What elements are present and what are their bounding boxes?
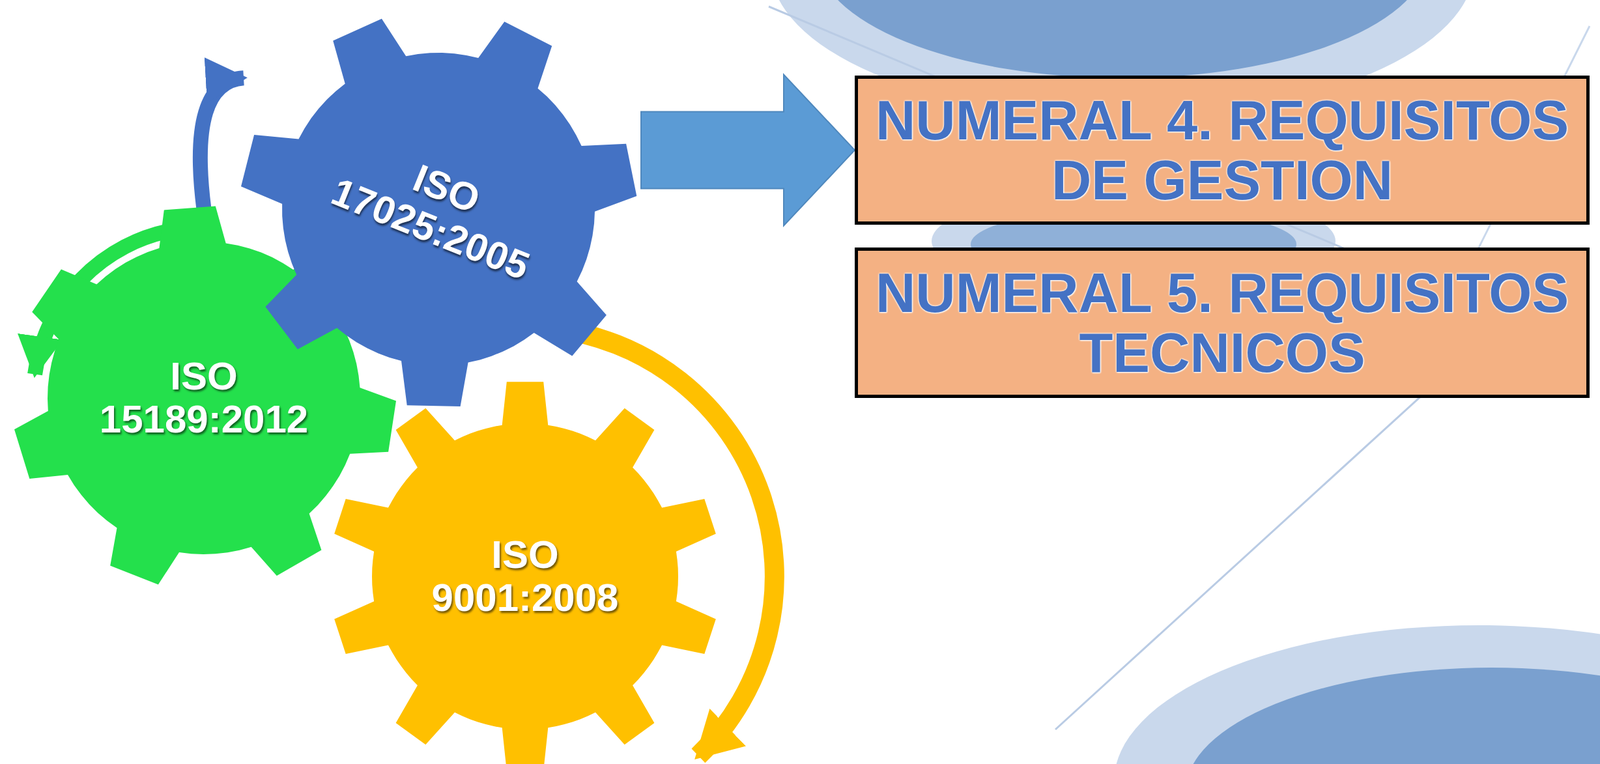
standard-label: ISO 9001:2008 [407, 533, 643, 620]
requirement-box: NUMERAL 4. REQUISITOS DE GESTION [854, 75, 1590, 225]
gear-outline [334, 381, 716, 764]
gear-node: ISO 17025:2005 [239, 10, 638, 408]
swoosh [1185, 667, 1600, 764]
swoosh [1114, 625, 1600, 764]
cycle-arrow [200, 78, 244, 210]
requirement-title: NUMERAL 4. REQUISITOS DE GESTION [873, 90, 1571, 211]
block-arrow [641, 74, 855, 227]
requirement-title: NUMERAL 5. REQUISITOS TECNICOS [873, 263, 1571, 384]
swoosh [816, 0, 1429, 79]
gear-node: ISO 9001:2008 [329, 381, 721, 764]
standard-label: ISO 15189:2012 [86, 355, 322, 442]
requirement-box: NUMERAL 5. REQUISITOS TECNICOS [854, 247, 1590, 399]
